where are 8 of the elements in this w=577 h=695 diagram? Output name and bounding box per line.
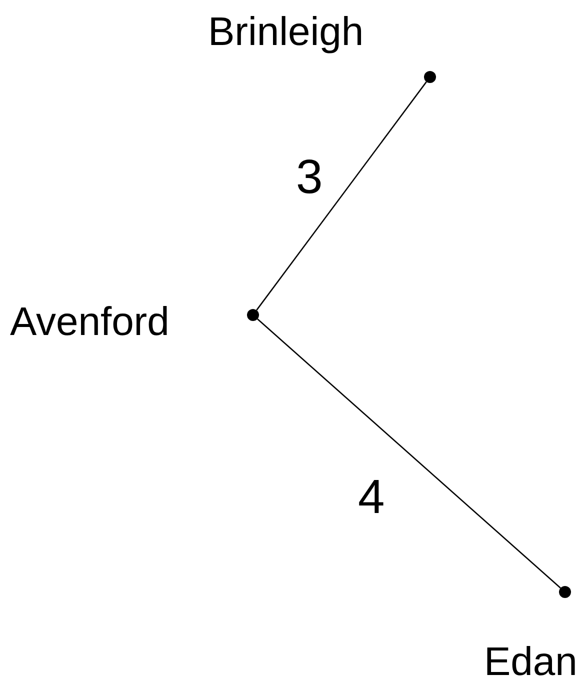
place-name: Edan [484,642,577,682]
place-name: Avenford [10,302,170,342]
connector-line [256,81,427,311]
point-marker [424,71,436,83]
place-name: Brinleigh [208,12,364,52]
point-marker [559,586,571,598]
connector-line [257,318,561,588]
point-marker [247,309,259,321]
